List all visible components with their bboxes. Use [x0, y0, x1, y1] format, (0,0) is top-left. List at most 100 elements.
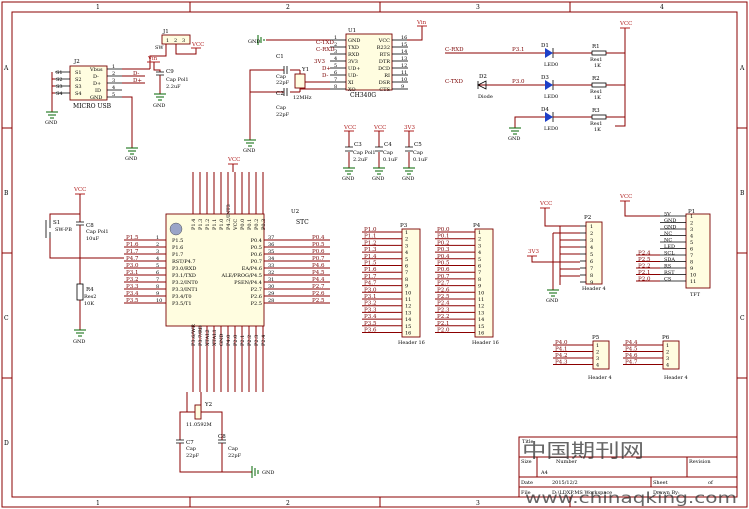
led-indicators: C-RXD C-TXD P3.1 P3.0 D2 Diode D1LED0R1R…: [445, 21, 632, 142]
mcu-right-pin-number: 33: [268, 263, 274, 269]
mcu-bottom-pin-label: XTAL2: [205, 329, 211, 346]
p3-pin-number: 10: [405, 290, 411, 296]
p4-ref: P4: [473, 223, 481, 229]
tft-pin-label: GND: [664, 218, 676, 224]
c9-value: Cap Pol1: [166, 77, 189, 83]
led-resistor: [591, 50, 607, 56]
p3-pin-number: 3: [405, 243, 408, 249]
p4-net: P0.3: [437, 247, 450, 253]
decoupling-value2: 0.1uF: [383, 157, 398, 163]
p4-pin-number: 4: [478, 250, 481, 256]
led-icon: [545, 112, 553, 122]
mcu-left-pin-number: 3: [156, 249, 159, 255]
led-vcc-label: VCC: [619, 21, 632, 27]
p6-net: P4.4: [625, 340, 638, 346]
usb-num-3: 3: [112, 78, 115, 84]
zone-row-d: D: [4, 440, 9, 447]
ch340-net-crxd: C-RXD: [316, 47, 335, 53]
led-resistor: [591, 82, 607, 88]
mcu-left-pin-number: 7: [156, 277, 159, 283]
zone-row-a-right: A: [739, 65, 745, 72]
ch340-ground-symbol: [257, 35, 265, 45]
p4-net: P0.2: [437, 240, 449, 246]
decoupling-cap-symbol: [405, 146, 413, 152]
ground-label: GND: [402, 176, 414, 182]
p5-ref: P5: [592, 335, 600, 341]
p3-pin-number: 13: [405, 310, 411, 316]
decoupling-rail-label: VCC: [373, 125, 386, 131]
mcu-left-net: P3.3: [126, 284, 139, 290]
p3-net: P1.3: [364, 247, 377, 253]
crystal-11mhz: Y2 11.0592M C7 Cap 22pF C8 Cap 22pF GND: [176, 392, 274, 478]
mcu-left-pin-label: P3.0/RXD: [172, 266, 196, 272]
c1-pf: 22pF: [276, 80, 290, 86]
c9-ground-symbol: [154, 93, 166, 101]
y1-gnd-label: GND: [243, 148, 255, 154]
ch340-ref: U1: [348, 28, 356, 34]
p4-net: P0.7: [437, 274, 450, 280]
tft-pin-number: 6: [690, 247, 693, 253]
mcu-left-net: P3.4: [126, 291, 139, 297]
power-switch: J1 1 2 3 SW VCC: [149, 29, 204, 69]
mcu-left-net: P3.0: [126, 263, 139, 269]
p6-pin-number: 4: [666, 363, 669, 369]
usb-ground-symbol: [126, 147, 138, 155]
mcu-top-pin-label: VCC: [233, 219, 239, 231]
mcu-right-pin-number: 37: [268, 235, 274, 241]
zone-col-2: 2: [286, 4, 290, 11]
tft-pin-number: 11: [690, 279, 696, 285]
tft-pin-label: SDA: [664, 257, 675, 263]
decoupling-ref: C5: [414, 142, 422, 148]
ch340-left-pin-number: 8: [334, 84, 337, 90]
led-name: LED0: [544, 94, 558, 100]
mcu-left-pin-number: 4: [156, 256, 159, 262]
p2-pin-number: 3: [590, 238, 593, 244]
reset-gnd-label: GND: [73, 339, 85, 345]
p6-name: Header 4: [664, 375, 688, 381]
ch340-left-pin-label: 3V3: [348, 59, 358, 65]
p2-pin-number: 5: [590, 252, 593, 258]
mcu-bottom-pin-label: P2.0: [233, 335, 239, 346]
mcu-left-pin-label: P3.3/INT1: [172, 287, 198, 293]
decoupling-value2: 0.1uF: [413, 157, 428, 163]
ch340-left-pin-label: RXD: [348, 52, 359, 58]
decoupling-rail-label: VCC: [343, 125, 356, 131]
p3-net: P3.3: [364, 307, 377, 313]
title-label: Title: [522, 439, 534, 445]
tft-pin-number: 3: [690, 227, 693, 233]
p3-body: [401, 228, 421, 338]
p3-net: P1.0: [364, 227, 377, 233]
usb-name: MICRO USB: [73, 103, 112, 110]
decoupling-value: Cap Pol1: [353, 150, 376, 156]
usb-pin-vbus: Vbus: [89, 67, 103, 73]
p5-net: P4.2: [555, 353, 567, 359]
mcu-name: STC: [296, 219, 309, 226]
p3-net: P4.7: [364, 281, 377, 287]
p6-net: P4.5: [625, 347, 638, 353]
tft-pin-label: NC: [664, 238, 672, 244]
mcu-left-pin-label: P1.6: [172, 245, 183, 251]
c9-value2: 2.2uF: [166, 84, 181, 90]
watermark: 中国期刊网 www.chinaqking.com: [522, 440, 737, 507]
mcu-bottom-pin-label: P2.2: [247, 335, 253, 346]
led-name: LED0: [544, 62, 558, 68]
ch340-left-pin-label: GND: [348, 38, 360, 44]
p2-pin-number: 8: [590, 273, 593, 279]
usb-num-s2: S2: [56, 77, 63, 83]
ch340-left-pin-number: 3: [334, 49, 337, 55]
p2-body: [585, 221, 603, 285]
p4-net: P2.1: [437, 321, 449, 327]
mcu-left-pin-label: P1.5: [172, 238, 183, 244]
p2-pin-number: 9: [590, 280, 593, 286]
p6-net: P4.6: [625, 353, 638, 359]
p6-ref: P6: [662, 335, 670, 341]
p3-net: P1.4: [364, 254, 377, 260]
s1-ref: S1: [53, 220, 60, 226]
mcu-left-pin-number: 8: [156, 284, 159, 290]
watermark-cn: 中国期刊网: [522, 440, 644, 462]
mcu-left-pin-label: P3.1/TXD: [172, 273, 196, 279]
ground-symbol: [403, 167, 415, 175]
ch340-right-pin-number: 9: [401, 84, 404, 90]
ch340-right-pin-label: DCD: [378, 66, 390, 72]
y1-value: 12MHz: [293, 95, 312, 101]
